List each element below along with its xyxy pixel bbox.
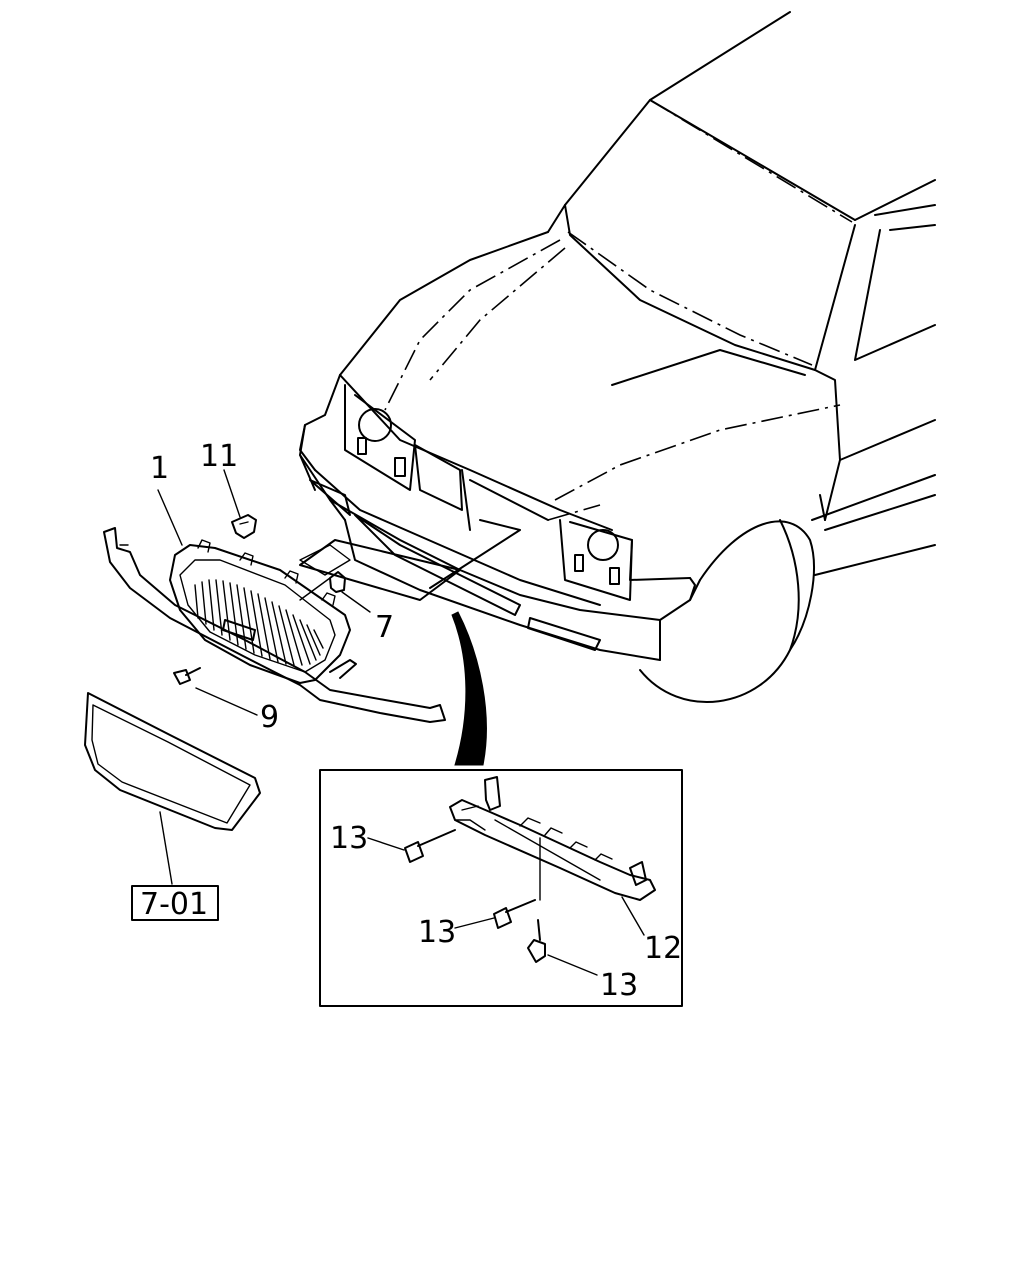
callout-13-middle: 13 <box>418 915 456 950</box>
callout-13-upper: 13 <box>330 821 368 856</box>
callout-12: 12 <box>644 931 682 966</box>
bolts-part-13 <box>404 829 546 963</box>
detail-leader-lines <box>367 837 645 976</box>
callout-1: 1 <box>150 451 169 486</box>
bracket-part-12 <box>449 776 656 901</box>
reference-label: 7-01 <box>140 887 208 922</box>
clip-part-7 <box>299 544 351 593</box>
callout-9: 9 <box>260 700 279 735</box>
grille-insert-outline <box>84 692 261 831</box>
screw-part-9 <box>173 667 201 685</box>
reference-box-7-01[interactable]: 7-01 <box>131 885 219 922</box>
callout-7: 7 <box>375 610 394 645</box>
leader-lines <box>157 469 371 885</box>
detail-box <box>319 769 683 1007</box>
callout-13-lower: 13 <box>600 968 638 1003</box>
clip-part-11 <box>231 514 257 539</box>
detail-pointer-arrow <box>451 611 487 766</box>
callout-11: 11 <box>200 439 238 474</box>
grille-assembly <box>103 527 446 723</box>
vehicle-front-illustration <box>299 11 936 703</box>
